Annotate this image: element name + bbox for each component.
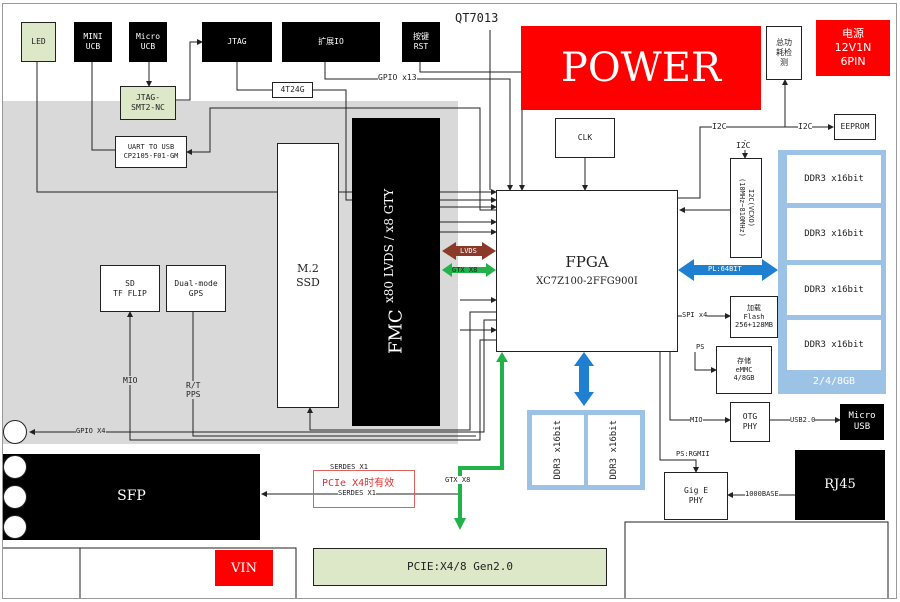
i2c-right-label: I2C	[798, 122, 813, 131]
micro-usb-out: Micro USB	[840, 404, 884, 440]
pl-64bit-label: PL:64BIT	[708, 265, 742, 273]
fmc-connector: FMC x80 LVDS / x8 GTY	[352, 118, 440, 426]
serdes-label-1: SERDES X1	[330, 463, 368, 471]
sfp-port-4	[3, 515, 27, 539]
gps-block: Dual-mode GPS	[166, 265, 226, 312]
ddr-chip: DDR3 x16bit	[786, 207, 882, 261]
usb2-label: USB2.0	[790, 416, 816, 424]
pcie-note: PCIe X4时有效	[322, 478, 395, 489]
serdes-label-2: SERDES X1	[338, 489, 376, 497]
power-block: POWER	[521, 26, 761, 110]
vcxo-label: I2C(VCXO) (10MHz~810MHz)	[738, 178, 755, 238]
emmc-block: 存储 eMMC 4/8GB	[716, 346, 772, 394]
board-title: QT7013	[455, 11, 499, 25]
lvds-label: LVDS	[460, 247, 477, 255]
sfp-cage: SFP	[3, 454, 260, 540]
power-label: POWER	[560, 45, 722, 91]
spi-label: SPI x4	[682, 311, 708, 319]
vcxo-block: I2C(VCXO) (10MHz~810MHz)	[730, 158, 762, 258]
gige-phy-block: Gig E PHY	[664, 472, 728, 520]
i2c-vertical-label: I2C	[736, 141, 751, 150]
jtag-mux-block: JTAG- SMT2-NC	[120, 86, 176, 120]
mini-usb-port: MINI UCB	[74, 22, 112, 62]
fmc-name: FMC	[384, 309, 406, 355]
ddr-bank-bottom: DDR3 x16bit DDR3 x16bit	[527, 410, 645, 490]
uart-usb-block: UART TO USB CP2105-F01-GM	[115, 136, 187, 168]
gtx8-label: GTX X8	[452, 266, 478, 274]
micro-usb-port: Micro UCB	[129, 22, 167, 62]
vin-block: VIN	[215, 550, 273, 586]
m2-ssd-block: M.2 SSD	[277, 143, 339, 408]
ddr-chip: DDR3 x16bit	[587, 414, 641, 486]
jtag-4t-block: 4T24G	[272, 82, 313, 98]
i2c-left-label: I2C	[712, 122, 727, 131]
pps-label: R/T PPS	[186, 381, 201, 399]
gtx8-bottom-label: GTX X8	[445, 476, 471, 484]
ddr-chip: DDR3 x16bit	[786, 319, 882, 371]
led-block: LED	[21, 22, 56, 62]
ddr-bank-right: DDR3 x16bit DDR3 x16bit DDR3 x16bit DDR3…	[778, 150, 886, 394]
base1000-label: 1000BASE	[745, 490, 779, 498]
jtag-port: JTAG	[202, 22, 272, 62]
ps-rgmii-label: PS:RGMII	[676, 450, 710, 458]
sd-card-block: SD TF FLIP	[100, 265, 160, 312]
ps-label: PS	[696, 343, 705, 351]
power-supply-block: 电源 12V1N 6PIN	[816, 20, 890, 76]
ext-io-port: 扩展IO	[282, 22, 380, 62]
fmc-label: FMC x80 LVDS / x8 GTY	[382, 189, 411, 354]
ddr-chip: DDR3 x16bit	[786, 154, 882, 204]
otg-phy-block: OTG PHY	[730, 402, 770, 442]
gpio-label: GPIO x13	[378, 73, 417, 82]
flash-block: 加载 Flash 256+128MB	[730, 296, 778, 338]
fmc-spec: x80 LVDS / x8 GTY	[381, 189, 396, 304]
pcie-note-box	[313, 470, 415, 508]
mio-label: MIO	[123, 376, 138, 385]
gpio-x4-label: GPIO X4	[76, 427, 106, 435]
fpga-name: FPGA	[565, 253, 609, 272]
ddr-chip: DDR3 x16bit	[786, 264, 882, 316]
pcie-connector: PCIE:X4/8 Gen2.0	[313, 548, 607, 586]
fpga-chip: FPGA XC7Z100-2FFG900I	[496, 190, 678, 352]
fpga-part: XC7Z100-2FFG900I	[536, 276, 638, 288]
mio2-label: MIO	[690, 416, 703, 424]
clk-block: CLK	[555, 118, 615, 158]
reset-button: 按键 RST	[402, 22, 440, 62]
sfp-port-2	[3, 455, 27, 479]
eeprom-block: EEPROM	[834, 114, 876, 140]
power-detect-block: 总功 耗检 测	[766, 26, 802, 80]
ddr-chip: DDR3 x16bit	[531, 414, 585, 486]
ddr-size-label: 2/4/8GB	[812, 376, 856, 387]
sfp-port-1	[3, 420, 27, 444]
sfp-port-3	[3, 485, 27, 509]
rj45-port: RJ45	[795, 450, 885, 520]
